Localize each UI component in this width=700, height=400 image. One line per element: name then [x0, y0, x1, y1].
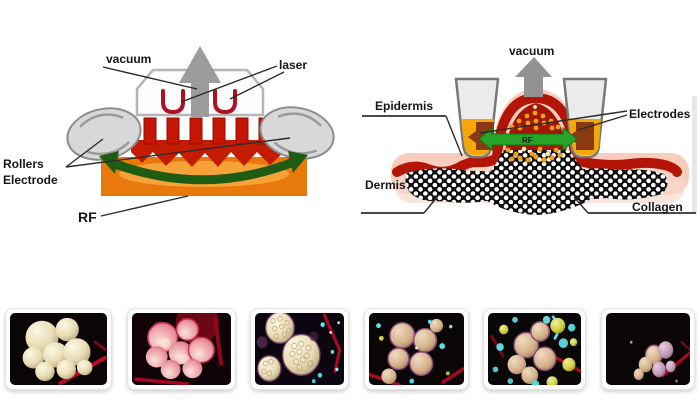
right-suction-cup: [562, 77, 608, 159]
heated-tissue-zone: [131, 140, 307, 167]
vacuum-up-arrow-icon: [515, 57, 552, 97]
rollers-pointer-line-1: [65, 138, 104, 168]
rollers-label-line1: Rollers: [3, 157, 44, 171]
left-diagram-roller-applicator: vacuum laser Rollers Electrode RF: [3, 46, 335, 225]
laser-pointer-line-1: [180, 65, 278, 103]
thumbnail-fat-cells-bubbles: [483, 308, 587, 390]
right-diagram-skin-cross-section: RF vacuum Epidermis Electrodes Dermis Co…: [361, 44, 697, 215]
electrodes-label: Electrodes: [629, 107, 691, 121]
fat-cells-shrunken: [605, 313, 690, 385]
dermis-pointer-line: [423, 195, 439, 214]
rf-double-arrow: [478, 126, 578, 152]
epidermis-band: [392, 93, 682, 177]
thumbnail-fat-cells-shrunken: [600, 308, 695, 390]
right-electrode: [568, 122, 594, 150]
electrodes-pointer-line-2: [577, 114, 628, 131]
rollers-label-line2: Electrode: [3, 173, 58, 187]
laser-pointer-line-2: [229, 71, 285, 100]
epidermis-label: Epidermis: [375, 99, 433, 113]
dermis-label: Dermis: [365, 178, 406, 192]
fat-cells-cavitation-start: [368, 313, 464, 385]
rf-band-left-arrowhead-icon: [99, 151, 119, 174]
rf-pointer-line: [100, 195, 189, 217]
electrodes-pointer-line-1: [479, 110, 628, 134]
rf-energy-band: [108, 156, 298, 185]
collagen-pointer-line: [573, 196, 589, 214]
treatment-diagrams: vacuum laser Rollers Electrode RF: [3, 44, 697, 225]
laser-emitters: [161, 89, 237, 115]
vacuum-label: vacuum: [509, 44, 554, 58]
vacuum-up-arrow-icon: [179, 46, 221, 117]
laser-label: laser: [279, 58, 307, 72]
thumbnail-fat-cells-heated: [126, 308, 236, 390]
fat-cells-heated: [131, 313, 231, 385]
thumbnail-fat-cells-cavitation: [363, 308, 469, 390]
collagen-label: Collagen: [632, 200, 683, 214]
epidermis-pointer-line: [445, 115, 463, 157]
fat-cells-closeup-textured: [255, 313, 345, 385]
fat-cell-image-strip: [0, 308, 700, 394]
photo-edge-shadow: [692, 96, 697, 214]
thumbnail-fat-cells-closeup: [250, 308, 350, 390]
thumbnail-fat-cells-normal: [5, 308, 112, 390]
rf-band-right-arrowhead-icon: [288, 151, 308, 173]
fat-cells-normal: [10, 313, 107, 385]
rollers-pointer-line-2: [65, 137, 291, 168]
vacuum-pointer-line: [102, 66, 198, 90]
vacuum-label: vacuum: [106, 52, 151, 66]
rf-arrow-label: RF: [522, 136, 533, 145]
rf-label: RF: [78, 209, 97, 225]
heated-collagen-granules: [505, 104, 563, 163]
fat-cells-bubbles-release: [488, 313, 582, 385]
